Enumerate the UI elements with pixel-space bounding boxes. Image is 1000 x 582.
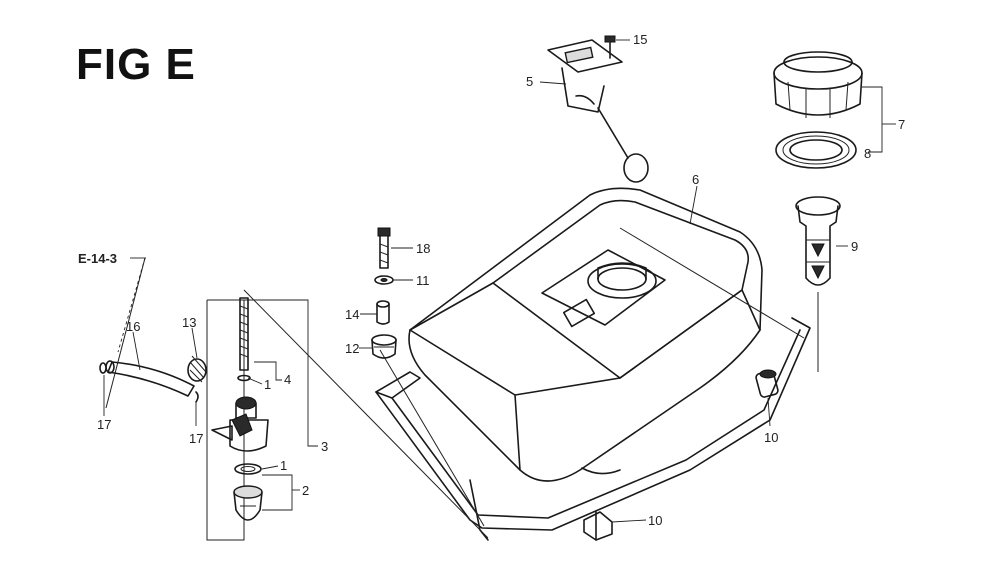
callout-18: 18 <box>416 241 430 256</box>
tank-clip-lower <box>583 511 613 541</box>
screw-15 <box>604 35 616 59</box>
fuel-valve-assembly <box>206 297 269 541</box>
fuel-gauge <box>547 39 649 183</box>
callout-11: 11 <box>416 273 430 288</box>
fuel-tank <box>375 187 811 541</box>
callout-16: 16 <box>126 319 140 334</box>
callout-10-upper: 10 <box>764 430 778 445</box>
callout-1-upper: 1 <box>264 377 271 392</box>
callout-4: 4 <box>284 372 291 387</box>
rubber-cushion-12 <box>371 334 397 359</box>
callout-1-lower: 1 <box>280 458 287 473</box>
tank-clip-upper <box>755 369 779 398</box>
callout-8: 8 <box>864 146 871 161</box>
figure-title: FIG E <box>76 40 196 89</box>
callout-17-right: 17 <box>189 431 203 446</box>
callout-3: 3 <box>321 439 328 454</box>
hose-clip-17-right <box>195 391 199 403</box>
washer-11 <box>374 275 394 285</box>
callout-12: 12 <box>345 341 359 356</box>
filler-cap <box>773 51 863 118</box>
bolt-18 <box>377 227 391 269</box>
callout-10-lower: 10 <box>648 513 662 528</box>
callout-6: 6 <box>692 172 699 187</box>
callout-7: 7 <box>898 117 905 132</box>
callout-13: 13 <box>182 315 196 330</box>
leader-lines <box>103 39 896 523</box>
callout-labels: 15 5 6 7 8 9 10 10 18 11 14 12 13 16 17 … <box>78 32 905 528</box>
collar-14 <box>376 300 390 325</box>
callout-15: 15 <box>633 32 647 47</box>
reference-label: E-14-3 <box>78 251 117 266</box>
callout-17-left: 17 <box>97 417 111 432</box>
fuel-strainer <box>795 196 841 286</box>
fuel-hose-16 <box>105 360 195 397</box>
hose-clip-17-left <box>99 362 107 374</box>
clamp-13 <box>187 355 207 383</box>
callout-9: 9 <box>851 239 858 254</box>
callout-2: 2 <box>302 483 309 498</box>
cap-gasket <box>775 131 857 169</box>
callout-14: 14 <box>345 307 359 322</box>
callout-5: 5 <box>526 74 533 89</box>
assembly-lines <box>105 227 819 539</box>
